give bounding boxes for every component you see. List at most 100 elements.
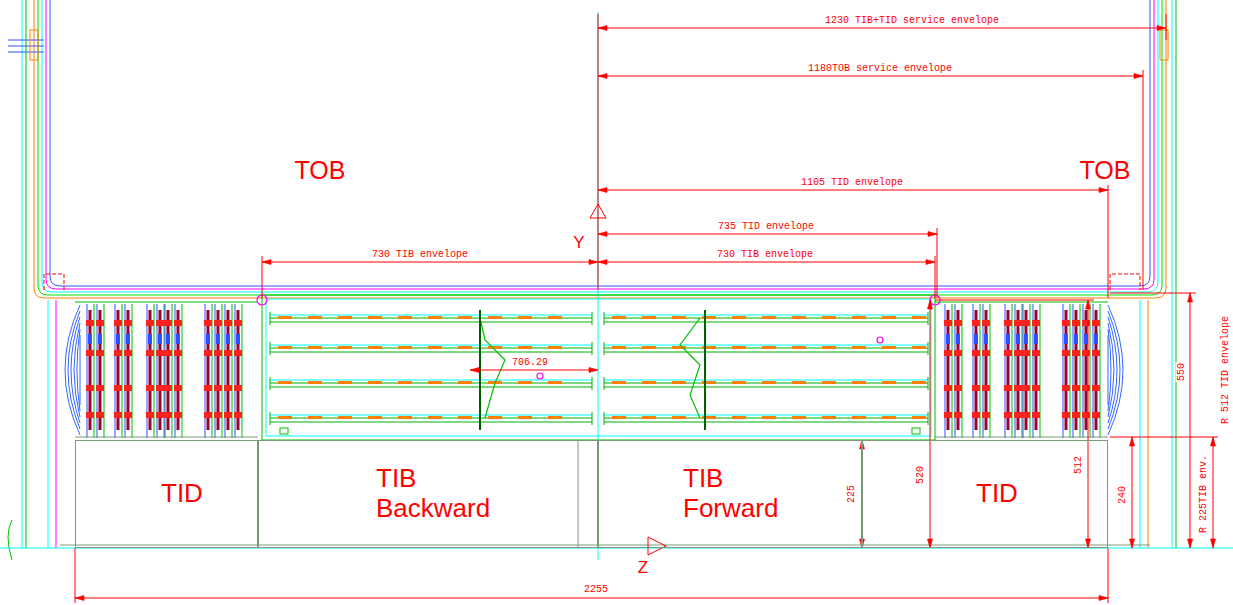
- tib-module: [732, 381, 746, 384]
- tib-layer-line: [270, 422, 592, 423]
- dimension-arrowhead: [598, 232, 607, 237]
- z-axis-triangle: [648, 537, 666, 555]
- dimension-arrowhead: [928, 232, 937, 237]
- tid-module: [1014, 385, 1022, 391]
- tid-module: [176, 334, 180, 344]
- tid-module: [1022, 320, 1030, 326]
- tib-module: [912, 316, 926, 319]
- tib-module: [308, 381, 322, 384]
- tid-module: [1022, 412, 1030, 418]
- tid-module: [164, 350, 172, 356]
- tid-module: [204, 385, 212, 391]
- outer-support-line: [22, 0, 23, 548]
- tib-module: [672, 381, 686, 384]
- tib-module: [548, 416, 562, 419]
- tid-module: [146, 350, 154, 356]
- tid-service-arc: [1108, 305, 1123, 435]
- tid-module: [214, 320, 222, 326]
- tob-inner-boundary: [42, 0, 1158, 292]
- tid-module: [148, 334, 152, 344]
- dimension-label: 706.29: [511, 357, 549, 368]
- tib-module: [822, 346, 836, 349]
- tid-module: [164, 412, 172, 418]
- tib-module: [458, 316, 472, 319]
- tib-module: [278, 346, 292, 349]
- tib-layer-line: [270, 380, 592, 381]
- tib-module: [368, 416, 382, 419]
- tid-module: [236, 334, 240, 344]
- tib-module: [672, 416, 686, 419]
- tid-module: [1034, 334, 1038, 344]
- extension-line: [1108, 185, 1109, 298]
- tib-detail: [280, 428, 288, 434]
- tib-module: [548, 381, 562, 384]
- tid-module: [1082, 412, 1090, 418]
- tib-module: [278, 416, 292, 419]
- dimension-arrowhead: [470, 368, 479, 373]
- tib-module: [368, 381, 382, 384]
- tid-module: [1016, 334, 1020, 344]
- tid-module: [956, 334, 960, 344]
- tid-module: [166, 334, 170, 344]
- dimension-arrowhead: [262, 260, 271, 265]
- extension-line: [935, 300, 1094, 301]
- tib-layer-line: [604, 422, 928, 423]
- dimension-arrowhead: [1211, 539, 1216, 548]
- extension-line: [1143, 70, 1144, 290]
- tid-module: [1022, 350, 1030, 356]
- tid-module: [1094, 334, 1098, 344]
- dimension-arrowhead: [598, 74, 607, 79]
- tid-module: [116, 334, 120, 344]
- tid-module: [944, 412, 952, 418]
- service-detail: [8, 40, 44, 41]
- extension-line: [75, 548, 76, 603]
- dimension-arrowhead: [1086, 539, 1091, 548]
- tid-module: [1082, 385, 1090, 391]
- node-text: TID: [161, 479, 203, 509]
- tid-service-arc: [1108, 317, 1117, 423]
- tid-service-arc: [80, 335, 81, 405]
- dimension-arrowhead: [1099, 596, 1108, 601]
- tid-module: [1004, 385, 1012, 391]
- tid-module: [1004, 320, 1012, 326]
- tid-module: [1006, 334, 1010, 344]
- tib-layer-line: [270, 352, 592, 353]
- tid-module: [204, 412, 212, 418]
- dimension-line: [598, 28, 1166, 29]
- dimension-label: 2255: [583, 584, 609, 595]
- tob-inner-boundary: [50, 0, 1150, 286]
- tid-frame-line: [75, 437, 258, 438]
- flange-outline: [44, 274, 64, 290]
- tib-module: [912, 381, 926, 384]
- tib-frame: [262, 295, 935, 440]
- tid-frame-line: [935, 437, 1108, 438]
- tid-module: [174, 385, 182, 391]
- extension-line: [937, 228, 938, 298]
- dimension-label: 1230 TIB+TID service envelope: [824, 15, 1000, 26]
- tid-service-arc: [1108, 335, 1109, 405]
- tib-layer-line: [604, 322, 928, 323]
- tid-module: [946, 334, 950, 344]
- dimension-arrowhead: [926, 260, 935, 265]
- tib-layer-line: [270, 345, 592, 346]
- tid-service-arc: [65, 305, 80, 435]
- dimension-arrowhead: [1130, 437, 1135, 446]
- tid-module: [174, 320, 182, 326]
- tib-module: [792, 346, 806, 349]
- tib-module: [368, 346, 382, 349]
- dimension-line: [262, 262, 598, 263]
- dimension-arrowhead: [1188, 539, 1193, 548]
- tib-module: [612, 346, 626, 349]
- node-text: TOB: [1080, 156, 1131, 185]
- tid-service-arc: [71, 317, 80, 423]
- extension-line: [1108, 548, 1109, 603]
- tid-module: [982, 385, 990, 391]
- tid-module: [86, 350, 94, 356]
- tid-module: [1072, 350, 1080, 356]
- dimension-arrowhead: [1134, 74, 1143, 79]
- dimension-label: 1105 TID envelope: [800, 177, 904, 188]
- tid-module: [214, 385, 222, 391]
- tib-module: [762, 346, 776, 349]
- tid-module: [954, 385, 962, 391]
